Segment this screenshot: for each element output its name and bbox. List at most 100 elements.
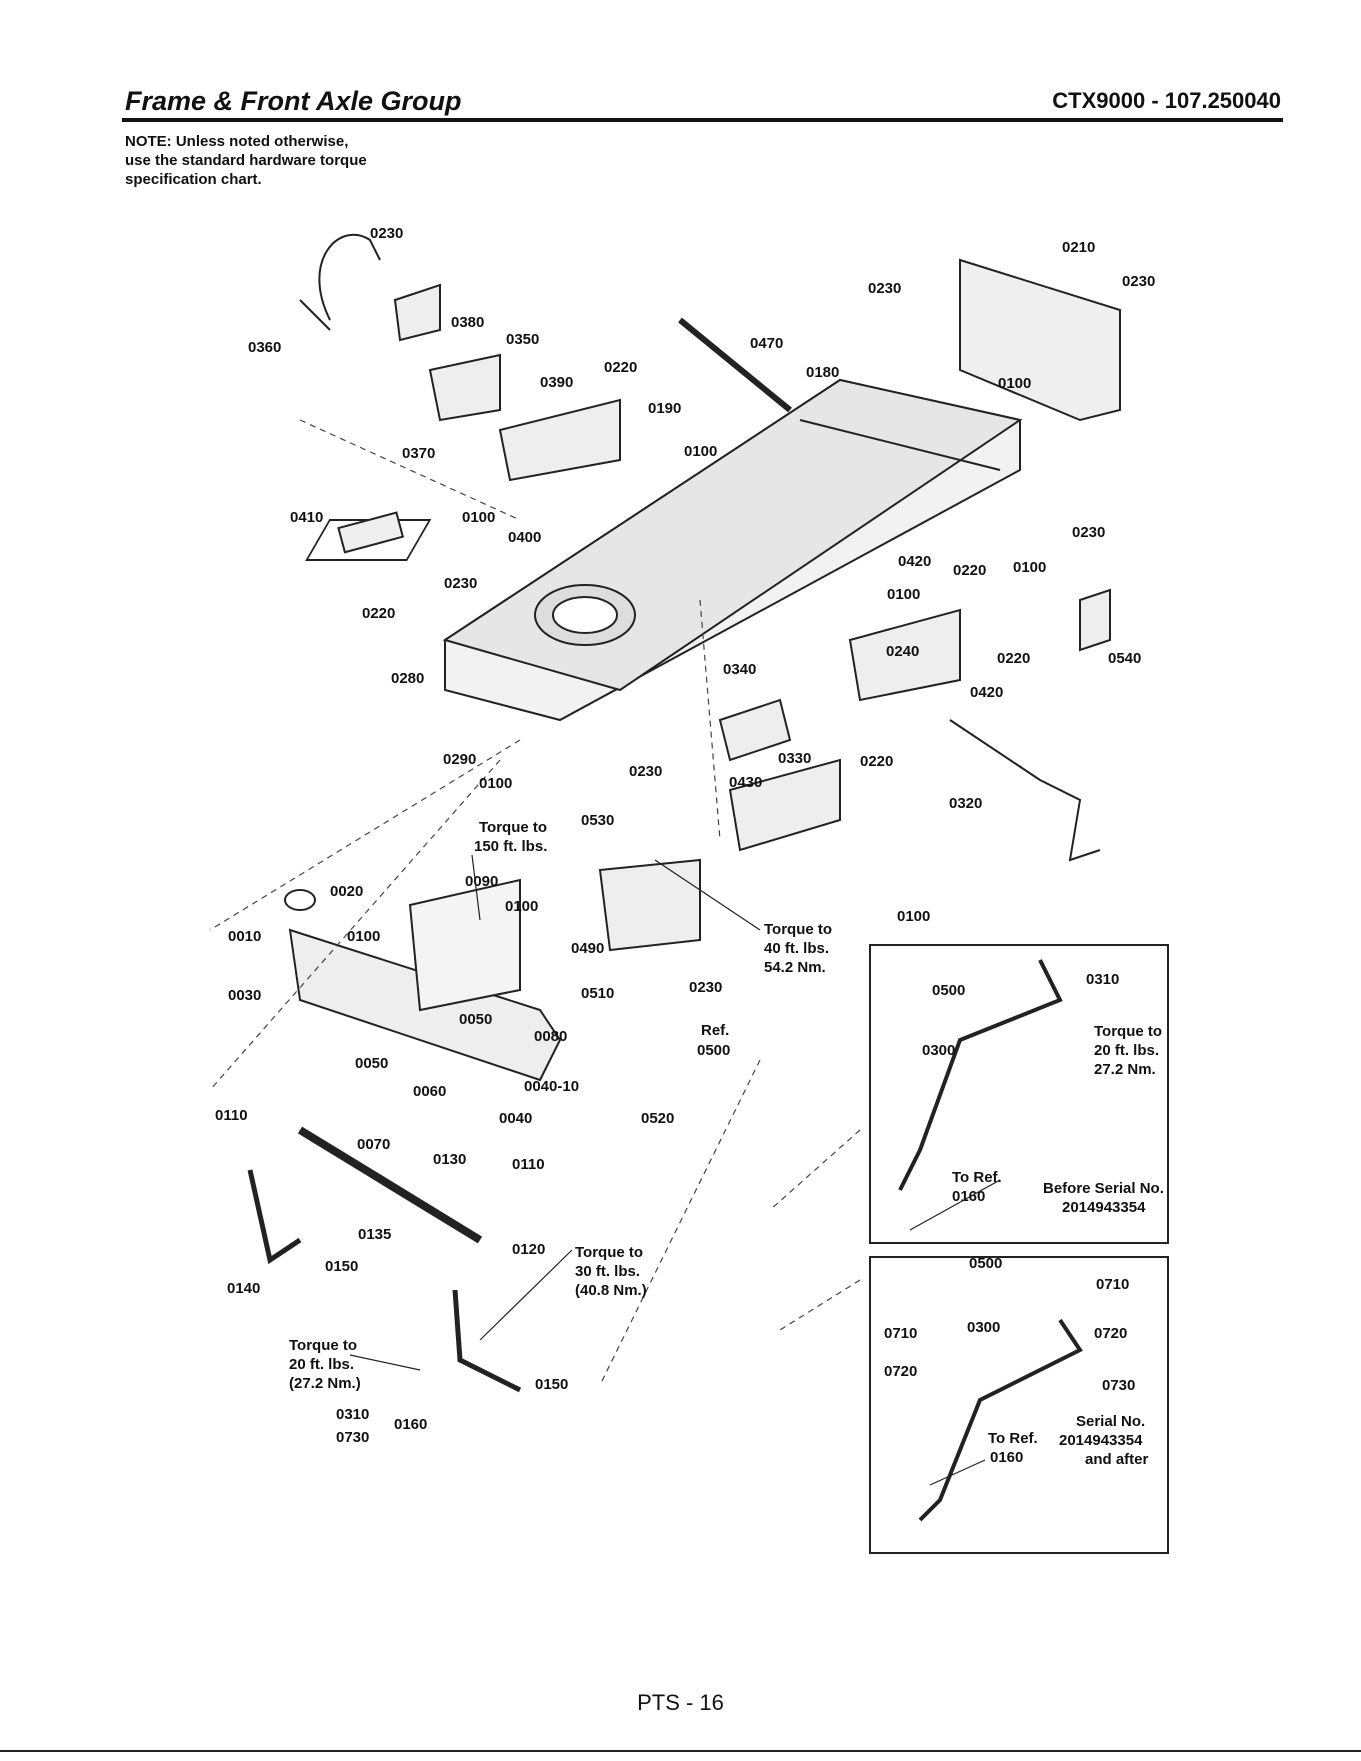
callout-0220-rr: 0220 [997, 650, 1030, 667]
callout-0040: 0040 [499, 1110, 532, 1127]
torque-note: NOTE: Unless noted otherwise, use the st… [125, 132, 445, 189]
callout-0100-ax: 0100 [505, 898, 538, 915]
callout-0030: 0030 [228, 987, 261, 1004]
page-number: PTS - 16 [637, 1690, 724, 1715]
inset-after-serial [869, 1256, 1169, 1554]
torque-40-line1: Torque to [764, 921, 832, 938]
callout-0230-t: 0230 [868, 280, 901, 297]
inset2-callout-0720-l: 0720 [884, 1363, 917, 1380]
callout-0490: 0490 [571, 940, 604, 957]
callout-0380: 0380 [451, 314, 484, 331]
callout-0420: 0420 [898, 553, 931, 570]
torque-20l-line2: 20 ft. lbs. [289, 1356, 354, 1373]
inset1-torque-3: 27.2 Nm. [1094, 1061, 1156, 1078]
callout-0240: 0240 [886, 643, 919, 660]
callout-0410: 0410 [290, 509, 323, 526]
drag-link [949, 719, 1101, 862]
inset-before-serial [869, 944, 1169, 1244]
torque-20l-line3: (27.2 Nm.) [289, 1375, 361, 1392]
inset1-callout-0310: 0310 [1086, 971, 1119, 988]
note-line-2: use the standard hardware torque [125, 152, 367, 169]
callout-0090: 0090 [465, 873, 498, 890]
callout-0130: 0130 [433, 1151, 466, 1168]
page-title: Frame & Front Axle Group [125, 86, 462, 116]
inset2-callout-0710-l: 0710 [884, 1325, 917, 1342]
callout-0100-l: 0100 [462, 509, 495, 526]
callout-0500-ref: 0500 [697, 1042, 730, 1059]
inset2-serial-1: Serial No. [1076, 1413, 1145, 1430]
rear-bracket [959, 258, 1121, 422]
callout-0050: 0050 [459, 1011, 492, 1028]
callout-0510: 0510 [581, 985, 614, 1002]
inset1-serial-1: Before Serial No. [1043, 1180, 1164, 1197]
callout-0390: 0390 [540, 374, 573, 391]
callout-0050-b: 0050 [355, 1055, 388, 1072]
inset1-callout-0500: 0500 [932, 982, 965, 999]
torque-150-line2: 150 ft. lbs. [474, 838, 547, 855]
callout-0190: 0190 [648, 400, 681, 417]
note-line-1: NOTE: Unless noted otherwise, [125, 133, 349, 150]
callout-0420-b: 0420 [970, 684, 1003, 701]
hood-bracket [318, 233, 381, 321]
callout-0150: 0150 [325, 1258, 358, 1275]
callout-0430: 0430 [729, 774, 762, 791]
torque-150-line1: Torque to [479, 819, 547, 836]
callout-0120: 0120 [512, 1241, 545, 1258]
callout-0135: 0135 [358, 1226, 391, 1243]
callout-0360: 0360 [248, 339, 281, 356]
callout-0230-c: 0230 [689, 979, 722, 996]
inset2-callout-0720: 0720 [1094, 1325, 1127, 1342]
callout-0100-ax2: 0100 [347, 928, 380, 945]
inset1-callout-0300: 0300 [922, 1042, 955, 1059]
callout-0230-r: 0230 [1122, 273, 1155, 290]
callout-0060: 0060 [413, 1083, 446, 1100]
callout-0100-c: 0100 [887, 586, 920, 603]
callout-0010: 0010 [228, 928, 261, 945]
callout-0230-l: 0230 [444, 575, 477, 592]
inset2-callout-0500: 0500 [969, 1255, 1002, 1272]
torque-40-line2: 40 ft. lbs. [764, 940, 829, 957]
torque-40-line3: 54.2 Nm. [764, 959, 826, 976]
callout-0350: 0350 [506, 331, 539, 348]
callout-0100-bb: 0100 [897, 908, 930, 925]
inset2-callout-0730: 0730 [1102, 1377, 1135, 1394]
callout-0040-10: 0040-10 [524, 1078, 579, 1095]
inset2-to-ref: To Ref. [988, 1430, 1038, 1447]
inset2-callout-0160: 0160 [990, 1449, 1023, 1466]
inset2-callout-0300: 0300 [967, 1319, 1000, 1336]
bottom-rule [0, 1750, 1361, 1752]
callout-0220: 0220 [604, 359, 637, 376]
callout-0310-l: 0310 [336, 1406, 369, 1423]
callout-0730-l: 0730 [336, 1429, 369, 1446]
callout-0220-r: 0220 [953, 562, 986, 579]
inset1-torque-1: Torque to [1094, 1023, 1162, 1040]
inset1-serial-2: 2014943354 [1062, 1199, 1146, 1216]
callout-0330: 0330 [778, 750, 811, 767]
callout-0340: 0340 [723, 661, 756, 678]
callout-0210: 0210 [1062, 239, 1095, 256]
callout-0110-b: 0110 [512, 1156, 545, 1173]
callout-0220-l: 0220 [362, 605, 395, 622]
callout-0470: 0470 [750, 335, 783, 352]
model-number: CTX9000 - 107.250040 [1052, 88, 1281, 113]
callout-0070: 0070 [357, 1136, 390, 1153]
callout-0020: 0020 [330, 883, 363, 900]
callout-0320: 0320 [949, 795, 982, 812]
callout-0230-b: 0230 [629, 763, 662, 780]
callout-0100-m: 0100 [684, 443, 717, 460]
callout-0530: 0530 [581, 812, 614, 829]
inset1-to-ref: To Ref. [952, 1169, 1002, 1186]
inset2-callout-0710: 0710 [1096, 1276, 1129, 1293]
callout-0110: 0110 [215, 1107, 248, 1124]
ref-label: Ref. [701, 1022, 729, 1039]
inset2-serial-2: 2014943354 [1059, 1432, 1143, 1449]
callout-0100-r: 0100 [1013, 559, 1046, 576]
main-frame [305, 378, 1023, 722]
header-rule [122, 118, 1283, 122]
callout-0400: 0400 [508, 529, 541, 546]
callout-0540: 0540 [1108, 650, 1141, 667]
note-line-3: specification chart. [125, 171, 262, 188]
callout-0140: 0140 [227, 1280, 260, 1297]
callout-0220-b: 0220 [860, 753, 893, 770]
